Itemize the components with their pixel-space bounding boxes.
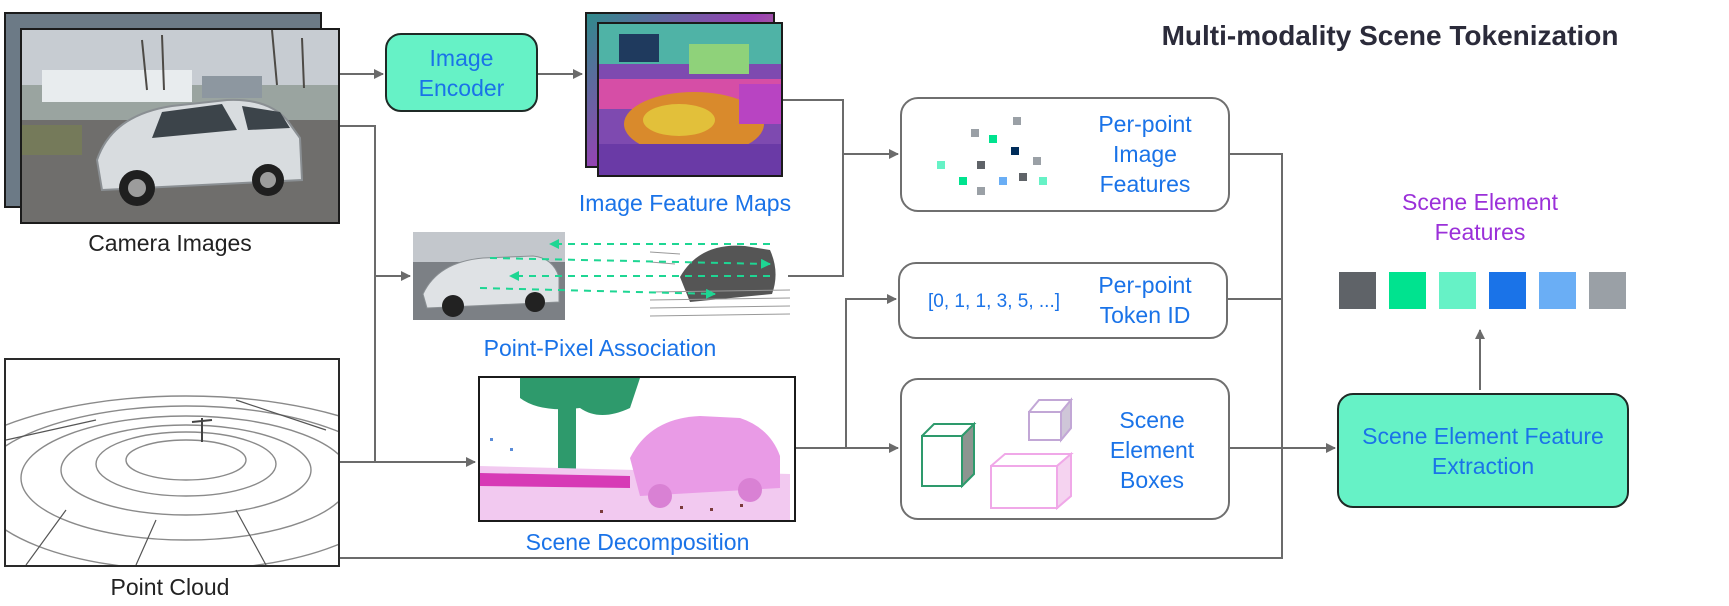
arrow-camera-to-association xyxy=(340,125,411,281)
association-car-icon xyxy=(413,232,565,317)
camera-images-label: Camera Images xyxy=(88,230,252,256)
point-pixel-association-label: Point-Pixel Association xyxy=(483,335,717,361)
image-encoder-module: Image Encoder xyxy=(385,33,538,112)
point-cloud-label: Point Cloud xyxy=(110,574,230,600)
association-arrows-icon xyxy=(479,239,771,299)
scene-element-features-label: Scene Element Features xyxy=(1402,189,1558,245)
per-point-image-features-box: Per-point Image Features xyxy=(900,97,1230,212)
association-lidar-icon xyxy=(650,245,790,317)
per-point-token-id-label: Per-point Token ID xyxy=(1098,272,1192,328)
feature-swatch-5 xyxy=(1539,272,1576,309)
per-point-image-features-label: Per-point Image Features xyxy=(1098,111,1192,197)
feature-map-icon xyxy=(599,24,781,175)
association-photo xyxy=(413,232,565,320)
3d-boxes-icon xyxy=(921,397,1074,510)
scene-decomposition-image xyxy=(478,376,796,522)
arrow-decomposition-to-tokenid xyxy=(796,294,897,449)
feature-swatch-3 xyxy=(1439,272,1476,309)
scene-decomposition-label: Scene Decomposition xyxy=(525,529,750,555)
segmented-scene-icon xyxy=(480,378,790,520)
car-photo-icon xyxy=(22,30,338,222)
scene-element-boxes-label: Scene Element Boxes xyxy=(1109,407,1195,493)
image-feature-maps-label: Image Feature Maps xyxy=(578,190,792,216)
camera-image-front xyxy=(20,28,340,224)
line-pointcloud-to-extraction xyxy=(340,449,1283,559)
feature-map-front xyxy=(597,22,783,177)
scene-element-boxes-box: Scene Element Boxes xyxy=(900,378,1230,520)
arrow-featuremaps-to-features xyxy=(782,99,899,159)
line-features-to-extraction xyxy=(1229,153,1283,449)
token-id-example: [0, 1, 1, 3, 5, ...] xyxy=(928,291,1061,312)
feature-swatch-2 xyxy=(1389,272,1426,309)
scattered-points-icon xyxy=(937,117,1047,195)
point-cloud-image xyxy=(4,358,340,567)
lidar-scan-icon xyxy=(6,395,338,565)
diagram-title: Multi-modality Scene Tokenization xyxy=(1161,20,1619,51)
feature-swatch-6 xyxy=(1589,272,1626,309)
feature-swatch-1 xyxy=(1339,272,1376,309)
per-point-token-id-box: [0, 1, 1, 3, 5, ...] Per-point Token ID xyxy=(898,262,1228,339)
line-association-to-features xyxy=(788,154,844,277)
association-lidar xyxy=(650,232,790,320)
feature-swatch-4 xyxy=(1489,272,1526,309)
scene-element-feature-extraction-module: Scene Element Feature Extraction xyxy=(1337,393,1629,508)
